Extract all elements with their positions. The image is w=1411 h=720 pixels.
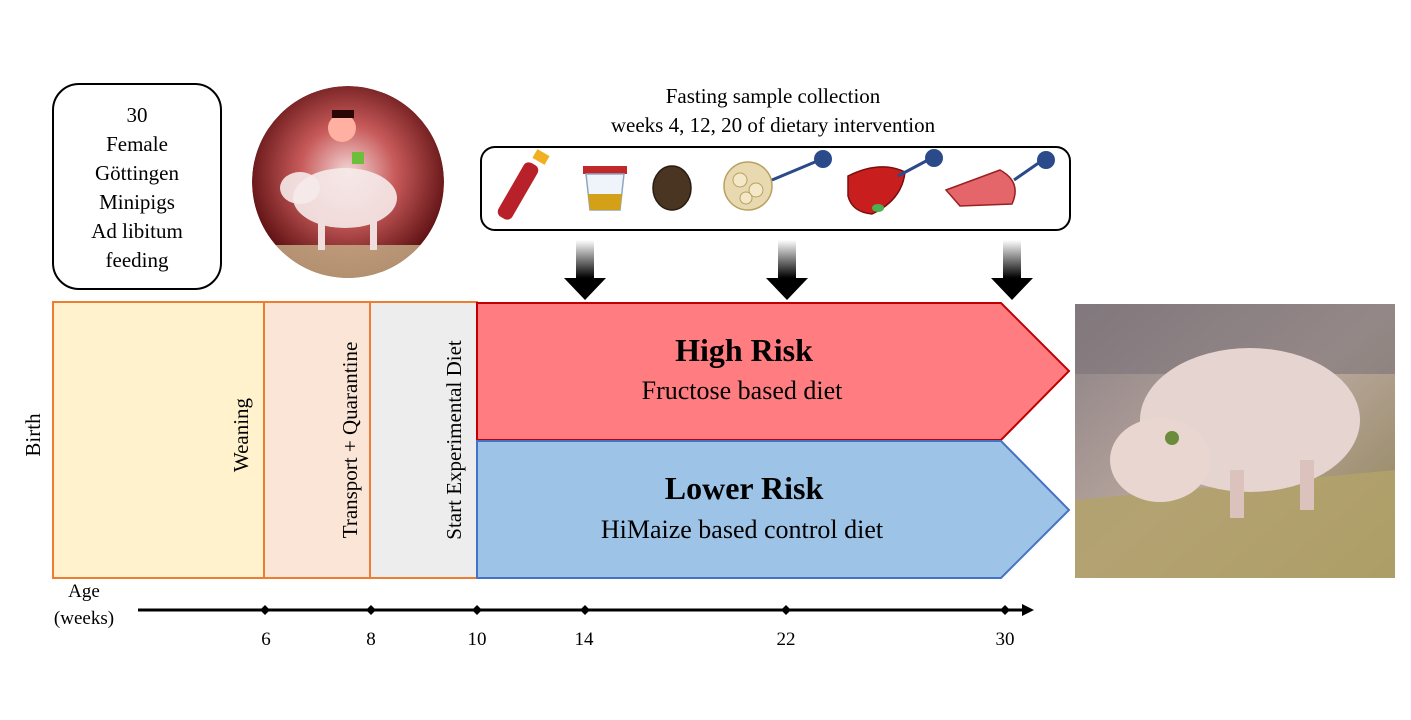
feces-icon [652, 165, 692, 211]
cohort-line: Göttingen [95, 161, 179, 185]
age-axis [138, 604, 1034, 616]
muscle-biopsy-icon [944, 151, 1055, 207]
piglet-photo [252, 86, 444, 278]
phase-birth-to-weaning [52, 301, 265, 579]
start-diet-label: Start Experimental Diet [442, 340, 466, 540]
sampling-title: Fasting sample collection [666, 84, 881, 108]
weaning-label: Weaning [229, 397, 253, 472]
tick-label-6: 6 [261, 629, 271, 650]
axis-marker-week-30 [1000, 605, 1010, 615]
lower-risk-title: Lower Risk [665, 470, 824, 506]
tick-label-30: 30 [996, 629, 1015, 650]
high-risk-subtitle: Fructose based diet [642, 376, 844, 405]
axis-marker-week-22 [781, 605, 791, 615]
lower-risk-subtitle: HiMaize based control diet [601, 515, 884, 544]
high-risk-title: High Risk [675, 332, 813, 368]
axis-marker-week-8 [366, 605, 376, 615]
axis-label-unit: (weeks) [54, 608, 114, 629]
axis-marker-week-10 [472, 605, 482, 615]
sampling-arrow-week-14 [564, 240, 606, 300]
cohort-line: Minipigs [99, 190, 175, 214]
sampling-arrow-week-30 [991, 240, 1033, 300]
axis-label-age: Age [68, 581, 100, 602]
axis-marker-week-6 [260, 605, 270, 615]
urine-cup-icon [583, 166, 627, 211]
tick-label-8: 8 [366, 629, 376, 650]
sampling-subtitle: weeks 4, 12, 20 of dietary intervention [611, 113, 936, 137]
phase-transport-quarantine [263, 301, 371, 579]
tick-label-22: 22 [777, 629, 796, 650]
cohort-line: Female [106, 132, 168, 156]
cohort-line: Ad libitum [91, 219, 183, 243]
cohort-line: feeding [106, 248, 169, 272]
phase-start-diet [369, 301, 478, 579]
lower-risk-arrow: Lower Risk HiMaize based control diet [476, 440, 1071, 579]
sampling-arrow-week-22 [766, 240, 808, 300]
blood-tube-icon [497, 149, 550, 220]
adipose-biopsy-icon [723, 150, 832, 211]
tick-label-14: 14 [575, 629, 595, 650]
cohort-box: 30 Female Göttingen Minipigs Ad libitum … [52, 83, 222, 290]
sample-icons-box [480, 146, 1071, 231]
birth-label: Birth [21, 413, 45, 457]
transport-label: Transport + Quarantine [338, 342, 362, 539]
high-risk-arrow: High Risk Fructose based diet [476, 302, 1071, 441]
cohort-line: 30 [127, 103, 148, 127]
tick-label-10: 10 [468, 629, 487, 650]
liver-biopsy-icon [847, 149, 943, 215]
adult-pig-photo [1075, 304, 1395, 578]
axis-marker-week-14 [580, 605, 590, 615]
